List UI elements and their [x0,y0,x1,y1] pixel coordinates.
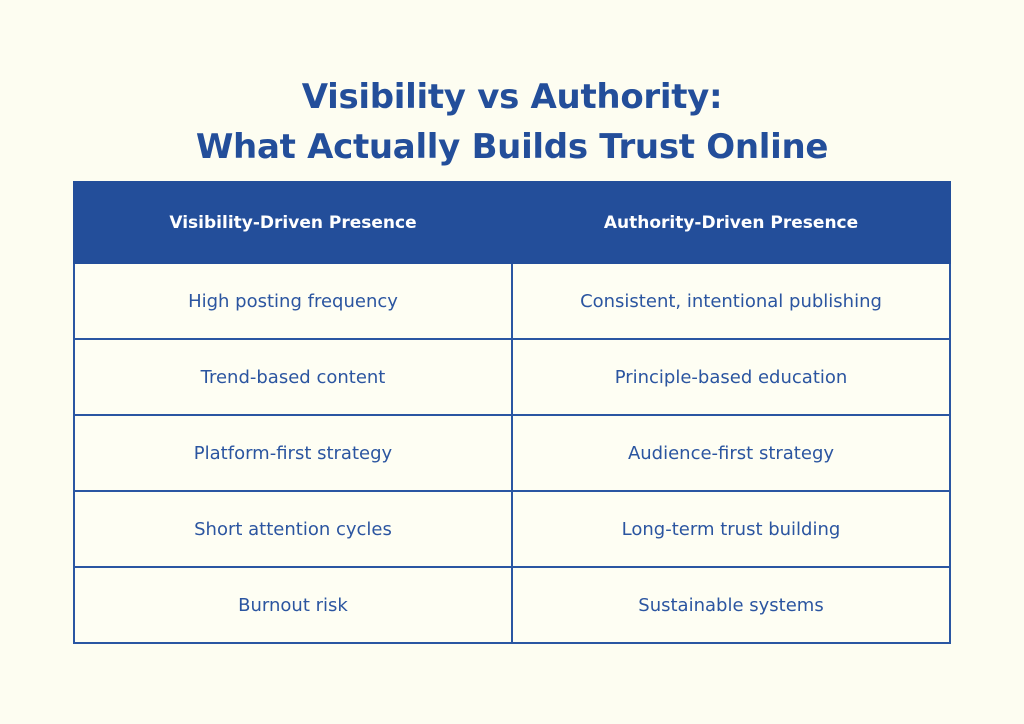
cell-visibility: High posting frequency [73,262,513,340]
comparison-table: Visibility-Driven Presence Authority-Dri… [73,181,951,644]
table-row: Burnout risk Sustainable systems [73,566,951,644]
table-header-row: Visibility-Driven Presence Authority-Dri… [73,181,951,264]
cell-authority: Sustainable systems [511,566,951,644]
title-line-1: Visibility vs Authority: [301,77,723,117]
cell-authority: Consistent, intentional publishing [511,262,951,340]
cell-visibility: Platform-first strategy [73,414,513,492]
header-visibility: Visibility-Driven Presence [73,181,513,264]
table-row: Trend-based content Principle-based educ… [73,338,951,416]
page-title: Visibility vs Authority: What Actually B… [0,72,1024,172]
title-line-2: What Actually Builds Trust Online [195,127,829,167]
table-row: Short attention cycles Long-term trust b… [73,490,951,568]
cell-visibility: Short attention cycles [73,490,513,568]
table-row: High posting frequency Consistent, inten… [73,262,951,340]
cell-visibility: Burnout risk [73,566,513,644]
cell-authority: Principle-based education [511,338,951,416]
table-row: Platform-first strategy Audience-first s… [73,414,951,492]
header-authority: Authority-Driven Presence [511,181,951,264]
cell-authority: Long-term trust building [511,490,951,568]
cell-visibility: Trend-based content [73,338,513,416]
cell-authority: Audience-first strategy [511,414,951,492]
